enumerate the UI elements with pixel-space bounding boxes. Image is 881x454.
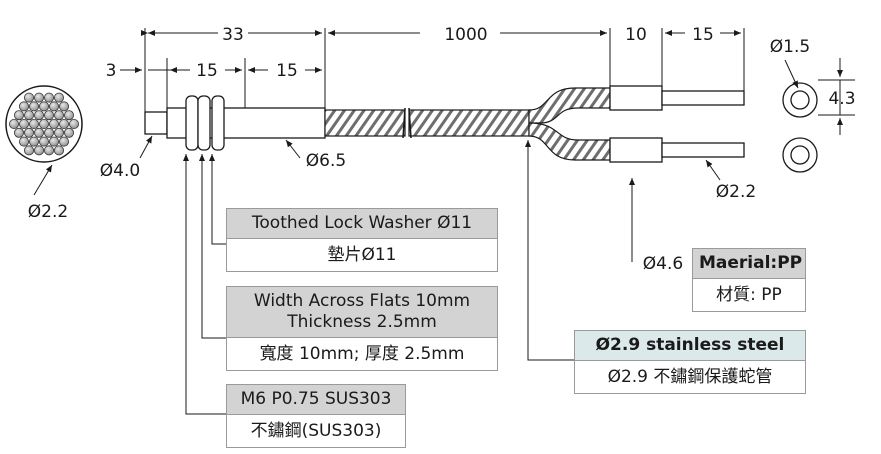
fiber-strand [59,119,70,130]
fiber-strand [23,127,34,138]
dim-body-diameter: Ø6.5 [306,151,346,171]
fiber-strand [13,110,24,121]
fiber-strand [44,127,55,138]
callout-material-title: Maerial:PP [693,249,805,278]
dim-sleeve-diameter: Ø4.6 [643,254,683,274]
sensor-head [144,95,326,151]
callout-nut: Width Across Flats 10mm Thickness 2.5mm … [226,286,498,371]
callout-cable-subtitle: Ø2.9 不鏽鋼保護蛇管 [575,360,805,393]
fiber-strand [23,145,34,156]
dimension-lines [33,28,855,415]
fiber-strand [23,110,34,121]
fiber-strand [18,119,29,130]
fiber-strand [44,92,55,103]
fiber-ends [609,85,745,163]
fiber-strand [18,136,29,147]
fiber-strand [34,145,45,156]
fiber-strand [69,119,80,130]
callout-material: Maerial:PP 材質: PP [692,248,806,312]
bundle-cross-section [5,85,83,163]
fiber-strand [64,127,75,138]
fiber-strand [54,92,65,103]
fiber-strand [13,127,24,138]
fiber-strand [39,119,50,130]
callout-cable: Ø2.9 stainless steel Ø2.9 不鏽鋼保護蛇管 [574,330,806,394]
fiber-strand [49,119,60,130]
fiber-strand [23,92,34,103]
callout-thread: M6 P0.75 SUS303 不鏽鋼(SUS303) [226,384,406,448]
callout-washer: Toothed Lock Washer Ø11 墊片Ø11 [226,208,498,272]
callout-nut-title: Width Across Flats 10mm Thickness 2.5mm [227,287,497,337]
fiber-strand [64,110,75,121]
dim-sleeve: 10 [625,25,647,45]
braided-cable [324,87,611,161]
fiber-strand [39,101,50,112]
dim-body: 15 [276,61,298,81]
fiber-strand [8,119,19,130]
fiber-strand [54,110,65,121]
dim-end-pitch: 4.3 [828,89,855,109]
fiber-strand [34,92,45,103]
callout-cable-title: Ø2.9 stainless steel [575,331,805,360]
dim-tip: 3 [106,61,117,81]
fiber-strand [49,136,60,147]
fiber-strand [34,110,45,121]
fiber-strand [28,136,39,147]
callout-nut-subtitle: 寬度 10mm; 厚度 2.5mm [227,337,497,370]
callout-thread-title: M6 P0.75 SUS303 [227,385,405,414]
dim-end-inner-diameter: Ø1.5 [770,37,810,57]
callout-washer-subtitle: 墊片Ø11 [227,238,497,271]
dim-thread: 15 [196,61,218,81]
dim-tip-diameter: Ø4.0 [100,161,140,181]
callout-washer-title: Toothed Lock Washer Ø11 [227,209,497,238]
dim-fiber-end: 15 [692,25,714,45]
end-view [782,82,818,173]
fiber-strand [18,101,29,112]
fiber-strand [59,136,70,147]
fiber-strand [59,101,70,112]
dim-bundle-diameter: Ø2.2 [28,202,68,222]
fiber-strand [44,145,55,156]
callout-material-subtitle: 材質: PP [693,278,805,311]
dim-overall: 33 [222,25,244,45]
fiber-strand [28,101,39,112]
fiber-strand [54,145,65,156]
fiber-strand [54,127,65,138]
fiber-strand [39,136,50,147]
fiber-strand [49,101,60,112]
fiber-strand [28,119,39,130]
callout-thread-subtitle: 不鏽鋼(SUS303) [227,414,405,447]
dim-cable: 1000 [444,25,487,45]
fiber-strand [44,110,55,121]
dim-fiber-end-diameter: Ø2.2 [716,182,756,202]
fiber-strand [34,127,45,138]
